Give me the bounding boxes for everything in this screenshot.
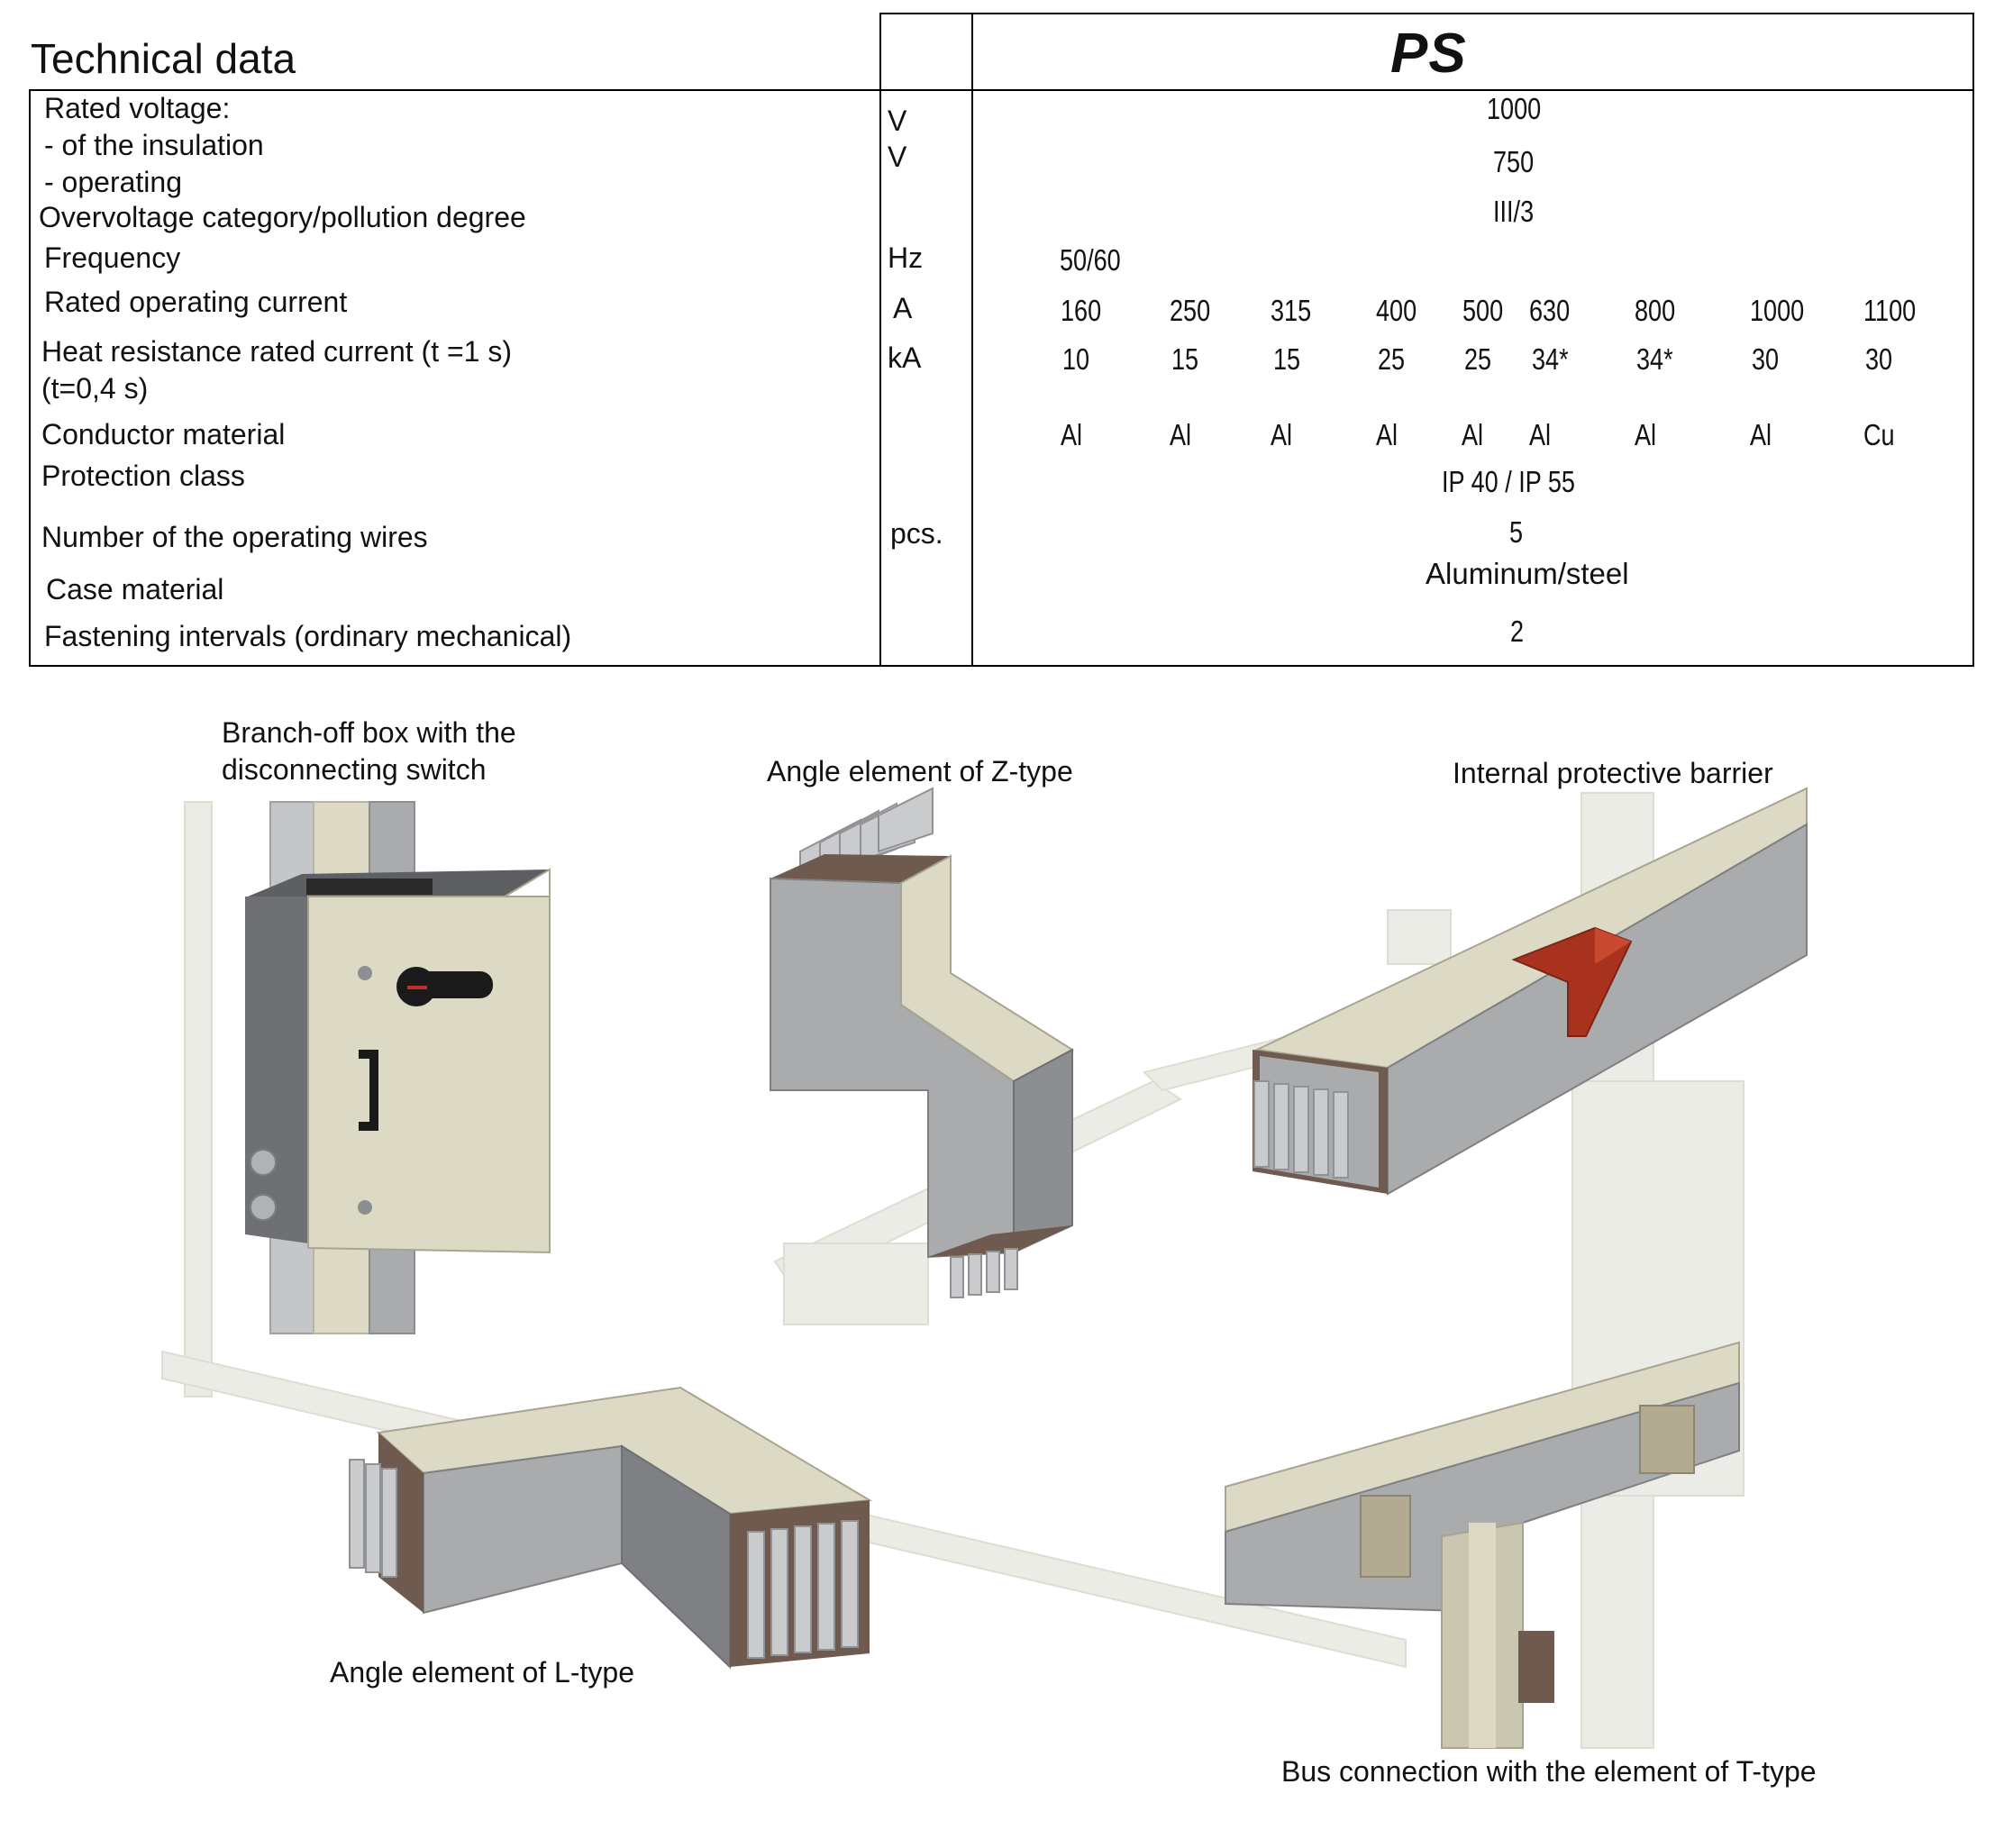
page-title: Technical data xyxy=(31,35,296,82)
unit-operating: V xyxy=(888,141,907,173)
value-wires: 5 xyxy=(1509,515,1524,549)
angle-element-z xyxy=(770,787,1074,1298)
straight-element-with-barrier xyxy=(1253,787,1808,1196)
table-cell: Al xyxy=(1750,418,1772,451)
table-cell: 30 xyxy=(1865,342,1893,376)
table-cell: Al xyxy=(1061,418,1083,451)
label-frequency: Frequency xyxy=(44,241,181,274)
label-heat-resistance: Heat resistance rated current (t =1 s) xyxy=(41,335,512,368)
value-protection: IP 40 / IP 55 xyxy=(1442,465,1575,498)
table-border-right xyxy=(1972,13,1974,667)
branch-off-box xyxy=(245,801,551,1334)
label-operating: - operating xyxy=(44,166,182,198)
label-wires: Number of the operating wires xyxy=(41,521,428,553)
table-cell: 1000 xyxy=(1750,294,1805,327)
table-cell: 250 xyxy=(1170,294,1211,327)
table-cell: Al xyxy=(1170,418,1192,451)
table-cell: Cu xyxy=(1863,418,1895,451)
value-frequency: 50/60 xyxy=(1060,243,1121,277)
table-header-rule xyxy=(29,89,1974,91)
label-rated-voltage: Rated voltage: xyxy=(44,92,231,124)
table-cell: Al xyxy=(1529,418,1552,451)
caption-angle-z: Angle element of Z-type xyxy=(767,755,1073,787)
unit-frequency: Hz xyxy=(888,241,924,274)
unit-wires: pcs. xyxy=(890,517,943,550)
table-border-left xyxy=(29,89,31,667)
table-border-top xyxy=(881,13,1974,14)
caption-angle-l: Angle element of L-type xyxy=(330,1656,634,1689)
unit-rated-current: A xyxy=(893,292,913,324)
table-cell: 34* xyxy=(1532,342,1569,376)
value-overvoltage: III/3 xyxy=(1493,195,1535,228)
product-code: PS xyxy=(1390,23,1467,85)
label-heat-resistance-2: (t=0,4 s) xyxy=(41,372,149,405)
caption-t-type: Bus connection with the element of T-typ… xyxy=(1281,1755,1817,1788)
table-divider-units xyxy=(879,13,881,667)
table-cell: 160 xyxy=(1061,294,1102,327)
caption-branch-box-line2: disconnecting switch xyxy=(222,753,487,786)
table-cell: Al xyxy=(1271,418,1293,451)
label-overvoltage: Overvoltage category/pollution degree xyxy=(39,201,526,233)
table-border-bottom xyxy=(29,665,1974,667)
table-cell: Al xyxy=(1635,418,1657,451)
value-operating: 750 xyxy=(1493,145,1535,178)
value-fastening: 2 xyxy=(1510,614,1525,648)
label-case: Case material xyxy=(46,573,224,605)
unit-insulation: V xyxy=(888,105,907,137)
label-insulation: - of the insulation xyxy=(44,129,264,161)
table-cell: 34* xyxy=(1636,342,1673,376)
label-conductor: Conductor material xyxy=(41,418,286,451)
table-cell: 25 xyxy=(1378,342,1406,376)
label-protection: Protection class xyxy=(41,460,245,492)
unit-heat-resistance: kA xyxy=(888,341,922,374)
table-cell: 400 xyxy=(1376,294,1417,327)
table-cell: 315 xyxy=(1271,294,1312,327)
caption-branch-box-line1: Branch-off box with the xyxy=(222,716,516,749)
table-divider-values xyxy=(971,13,973,667)
t-type-connection xyxy=(1225,1341,1740,1749)
table-cell: Al xyxy=(1462,418,1484,451)
table-cell: 10 xyxy=(1062,342,1090,376)
value-case: Aluminum/steel xyxy=(1426,557,1629,590)
label-fastening: Fastening intervals (ordinary mechanical… xyxy=(44,620,572,652)
table-cell: 500 xyxy=(1462,294,1504,327)
table-cell: Al xyxy=(1376,418,1398,451)
label-rated-current: Rated operating current xyxy=(44,286,348,318)
table-cell: 630 xyxy=(1529,294,1571,327)
table-cell: 25 xyxy=(1464,342,1492,376)
table-cell: 800 xyxy=(1635,294,1676,327)
table-cell: 15 xyxy=(1273,342,1301,376)
table-cell: 30 xyxy=(1752,342,1780,376)
caption-barrier: Internal protective barrier xyxy=(1453,757,1773,789)
angle-element-l xyxy=(349,1386,873,1670)
table-cell: 1100 xyxy=(1863,294,1917,327)
value-insulation: 1000 xyxy=(1487,92,1542,125)
table-cell: 15 xyxy=(1171,342,1199,376)
